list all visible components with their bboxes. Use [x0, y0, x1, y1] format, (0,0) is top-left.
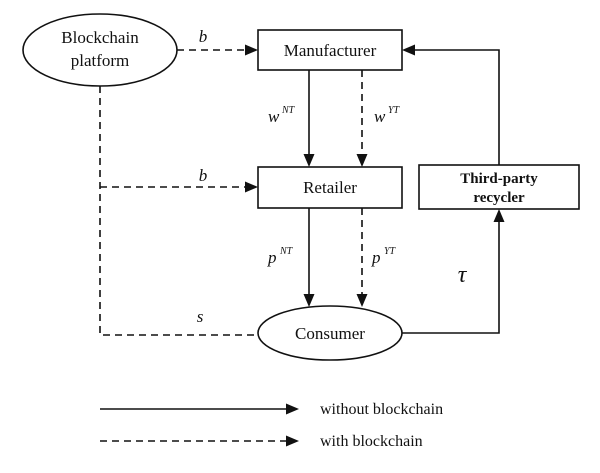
label-p-yt-superscript: YT — [384, 246, 397, 257]
edge-manufacturer-to-retailer-dashed — [356, 70, 368, 167]
edge-retailer-to-consumer-dashed — [356, 208, 368, 307]
label-w-yt: w — [374, 107, 386, 126]
blockchain-platform-node: Blockchain platform — [22, 13, 178, 87]
edge-blockchain-to-retailer — [100, 181, 258, 193]
recycler-label-line1: Third-party — [460, 171, 538, 187]
label-tau: τ — [458, 262, 468, 288]
edge-manufacturer-to-retailer-solid — [303, 70, 315, 167]
edge-blockchain-to-manufacturer — [177, 44, 258, 56]
label-w-yt-superscript: YT — [388, 105, 401, 116]
blockchain-platform-label-line1: Blockchain — [61, 28, 139, 47]
label-w-nt-superscript: NT — [281, 105, 296, 116]
edge-blockchain-trunk — [99, 86, 258, 336]
label-b-retailer: b — [199, 166, 208, 185]
edge-retailer-to-consumer-solid — [303, 208, 315, 307]
label-b-manufacturer: b — [199, 27, 208, 46]
third-party-recycler-node: Third-party recycler — [418, 164, 580, 210]
legend-dashed-label: with blockchain — [320, 433, 423, 450]
edge-recycler-to-manufacturer — [402, 44, 500, 165]
blockchain-platform-label-line2: platform — [71, 51, 130, 70]
manufacturer-node: Manufacturer — [257, 29, 403, 71]
consumer-label: Consumer — [295, 324, 365, 343]
legend: without blockchain with blockchain — [100, 401, 443, 450]
recycler-label-line2: recycler — [473, 190, 525, 206]
manufacturer-label: Manufacturer — [284, 41, 377, 60]
legend-solid-label: without blockchain — [320, 401, 443, 418]
label-p-yt: p — [371, 248, 381, 267]
legend-dashed-arrow — [100, 435, 299, 447]
edge-consumer-to-recycler — [402, 209, 505, 334]
label-p-nt-superscript: NT — [279, 246, 294, 257]
retailer-label: Retailer — [303, 178, 357, 197]
label-w-nt: w — [268, 107, 280, 126]
consumer-node: Consumer — [257, 305, 403, 361]
label-s-consumer: s — [197, 307, 204, 326]
label-p-nt: p — [267, 248, 277, 267]
retailer-node: Retailer — [257, 166, 403, 209]
legend-solid-arrow — [100, 403, 299, 415]
